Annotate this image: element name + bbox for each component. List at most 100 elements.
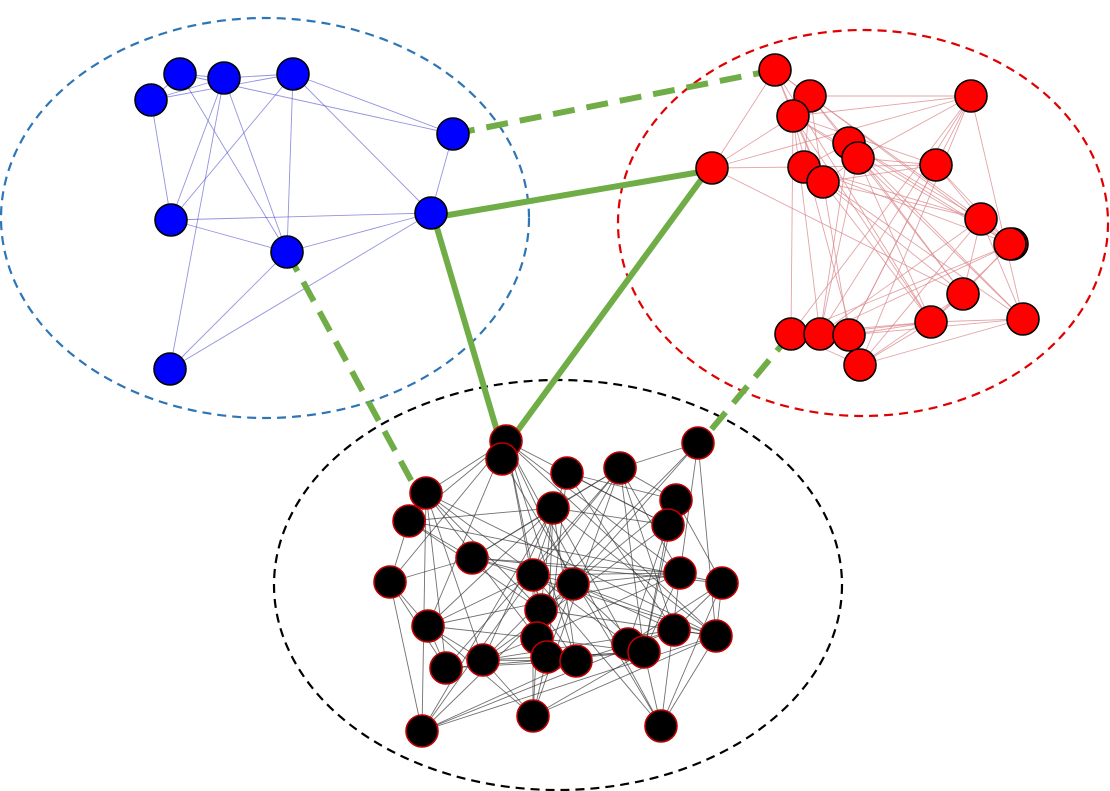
- black-node: [663, 556, 697, 590]
- black-node: [411, 609, 445, 643]
- blue-node: [436, 117, 470, 151]
- black-node: [516, 699, 550, 733]
- blue-edge: [170, 219, 288, 253]
- red-edge: [822, 181, 850, 336]
- red-black-dashed-link: [697, 332, 794, 445]
- blue-community-boundary: [0, 16, 531, 420]
- blue-edge: [169, 77, 225, 370]
- black-node: [524, 593, 558, 627]
- blue-edge: [286, 212, 432, 253]
- blue-node: [154, 203, 188, 237]
- black-edge: [482, 507, 554, 661]
- black-edge: [425, 492, 484, 661]
- blue-red-solid-link: [430, 167, 713, 221]
- red-node: [954, 79, 988, 113]
- red-edge: [803, 166, 1024, 320]
- red-edge: [790, 243, 1013, 335]
- blue-edge: [286, 73, 294, 253]
- red-edge: [970, 95, 1024, 320]
- red-node: [803, 317, 837, 351]
- black-node: [373, 565, 407, 599]
- red-black-solid-link: [507, 171, 709, 443]
- black-node: [530, 640, 564, 674]
- red-node: [841, 141, 875, 175]
- black-edge: [572, 583, 717, 637]
- black-node: [409, 476, 443, 510]
- black-edge: [660, 582, 723, 727]
- black-edge: [427, 625, 538, 639]
- red-node: [914, 305, 948, 339]
- black-edge: [389, 581, 423, 732]
- red-node: [964, 202, 998, 236]
- red-node: [776, 99, 810, 133]
- black-edge: [427, 574, 534, 627]
- black-edge: [566, 472, 669, 526]
- red-node: [774, 317, 808, 351]
- black-node: [466, 643, 500, 677]
- black-node: [651, 508, 685, 542]
- black-edge: [505, 440, 681, 574]
- blue-red-dashed-link: [452, 67, 776, 137]
- blue-edge: [170, 212, 432, 221]
- red-node: [946, 277, 980, 311]
- black-node: [705, 566, 739, 600]
- red-edge: [848, 164, 937, 336]
- black-edge: [532, 572, 681, 576]
- black-node: [429, 651, 463, 685]
- black-node: [550, 456, 584, 490]
- blue-edge: [169, 212, 432, 370]
- red-node: [695, 151, 729, 185]
- black-node: [657, 613, 691, 647]
- red-edge: [819, 95, 972, 335]
- black-node: [556, 567, 590, 601]
- blue-edge: [150, 99, 172, 221]
- red-edge: [790, 95, 972, 335]
- red-edge: [792, 115, 932, 323]
- red-node: [1006, 302, 1040, 336]
- red-edge: [857, 157, 932, 323]
- graph-nodes: [134, 53, 1040, 748]
- red-edge: [711, 69, 776, 169]
- black-node: [485, 442, 519, 476]
- inter-community-links: [284, 67, 794, 495]
- blue-edge: [292, 73, 454, 135]
- black-edge: [660, 572, 681, 727]
- black-edge: [697, 442, 717, 637]
- blue-node: [207, 61, 241, 95]
- red-edge: [822, 181, 964, 295]
- black-edge: [408, 507, 554, 522]
- black-edge: [425, 492, 717, 637]
- black-edge: [427, 507, 554, 627]
- blue-node: [414, 196, 448, 230]
- red-node: [843, 348, 877, 382]
- black-edge: [532, 651, 645, 717]
- black-node: [392, 504, 426, 538]
- black-edge: [572, 572, 681, 585]
- red-node: [758, 53, 792, 87]
- red-edge: [857, 157, 1024, 320]
- red-edge: [859, 318, 1024, 366]
- blue-black-dashed-link: [284, 250, 421, 495]
- blue-black-solid-link: [431, 217, 503, 442]
- black-edge: [505, 440, 717, 637]
- black-edge: [532, 467, 621, 576]
- black-edge: [421, 507, 554, 732]
- red-node: [832, 318, 866, 352]
- black-edge: [619, 467, 675, 631]
- black-node: [644, 709, 678, 743]
- blue-node: [153, 352, 187, 386]
- red-edge: [809, 95, 982, 220]
- black-node: [455, 541, 489, 575]
- black-edge: [619, 467, 645, 653]
- black-edge: [566, 472, 675, 631]
- red-edge: [790, 115, 794, 335]
- red-edge: [980, 218, 1024, 320]
- black-edge: [482, 442, 699, 661]
- red-edge: [822, 181, 982, 220]
- red-edge: [857, 95, 972, 159]
- red-edge: [848, 142, 1024, 320]
- red-edge: [822, 181, 932, 323]
- black-edge: [572, 442, 699, 585]
- red-node: [919, 148, 953, 182]
